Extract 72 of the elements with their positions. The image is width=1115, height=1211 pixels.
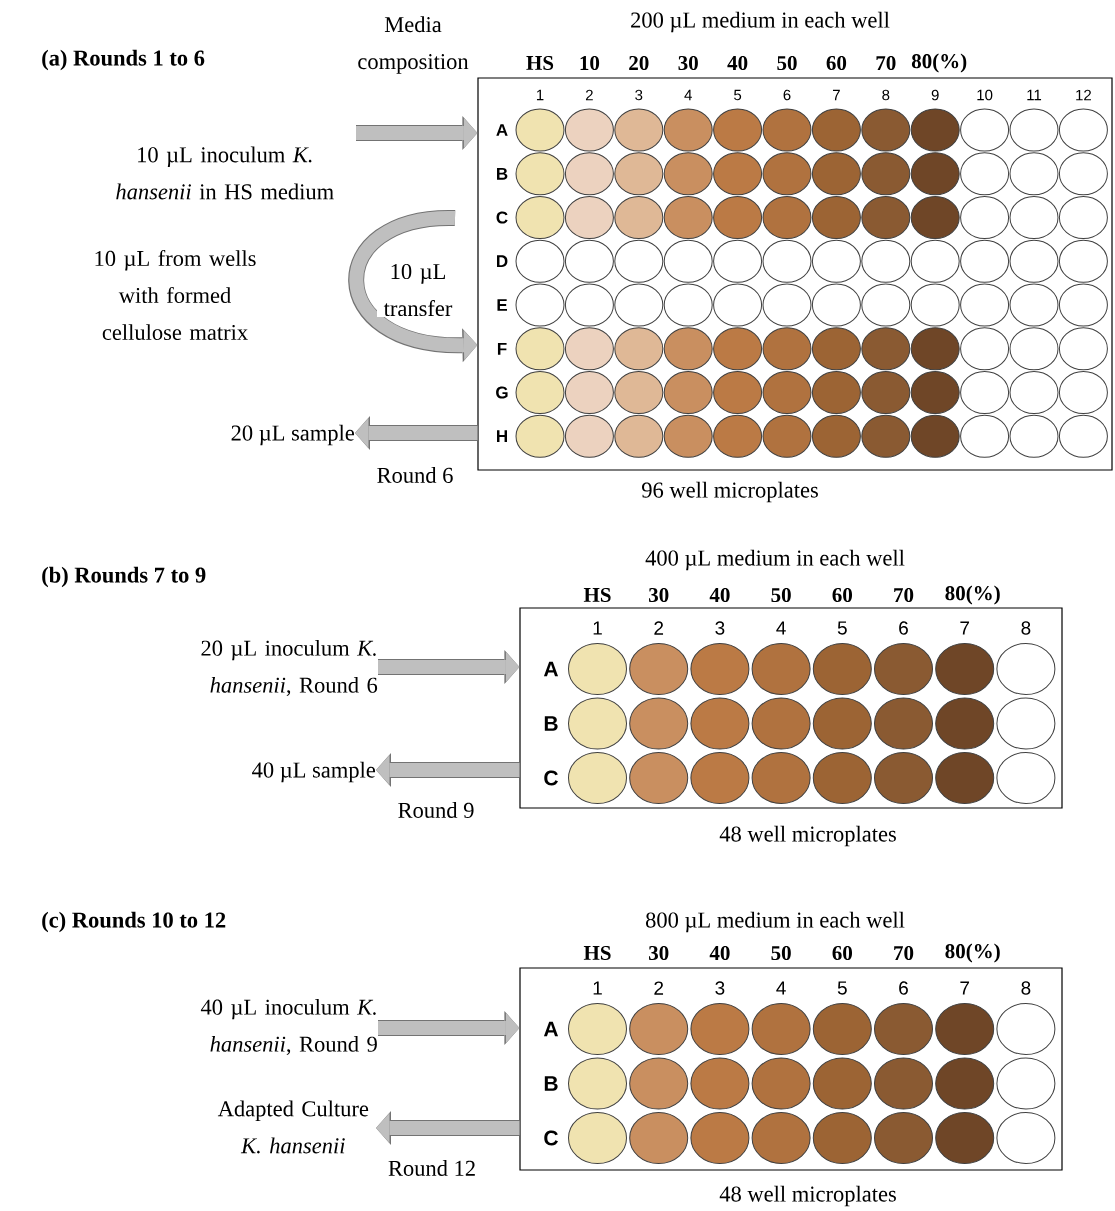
column-number: 4 xyxy=(684,89,692,101)
step-text: Adapted Culture K. hansenii xyxy=(217,1100,369,1154)
block-arrow xyxy=(356,116,478,150)
microplate-drawing xyxy=(519,607,1063,809)
block-arrow xyxy=(378,650,520,684)
block-arrow xyxy=(355,416,478,450)
step-note: 10 µL from wells with formed cellulose matrix xyxy=(95,250,256,341)
row-letter: G xyxy=(496,386,508,399)
plate-caption: 400 µL medium in each well xyxy=(645,549,905,571)
row-letter: C xyxy=(496,211,508,224)
row-letter: D xyxy=(497,255,508,268)
row-letter: C xyxy=(544,770,558,786)
edge-label: Round 6 xyxy=(375,466,455,484)
step-text: 20 µL sample xyxy=(231,424,355,446)
panel-title: (b) Rounds 7 to 9 xyxy=(42,566,206,588)
column-number: 3 xyxy=(635,89,643,101)
row-letter: A xyxy=(543,661,559,677)
row-letter: C xyxy=(544,1130,558,1146)
column-number: 4 xyxy=(776,981,786,995)
column-number: 2 xyxy=(654,981,664,995)
column-number: 7 xyxy=(960,981,970,995)
column-number: 12 xyxy=(1076,89,1091,101)
column-number: 7 xyxy=(833,89,840,101)
panel-title: (a) Rounds 1 to 6 xyxy=(42,49,205,71)
column-number: 6 xyxy=(899,621,908,635)
plate-caption: 48 well microplates xyxy=(719,1185,896,1207)
column-number: 2 xyxy=(654,621,664,635)
step-text: 20 µL inoculum K. hansenii, Round 6 xyxy=(201,639,378,697)
column-number: 5 xyxy=(837,621,847,635)
column-number: 1 xyxy=(593,981,602,995)
column-number: 8 xyxy=(1021,621,1031,635)
column-number: 5 xyxy=(734,89,742,101)
step-text: 40 µL sample xyxy=(252,761,376,783)
column-number: 8 xyxy=(882,89,890,101)
row-letter: A xyxy=(543,1021,559,1037)
column-number: 1 xyxy=(593,621,602,635)
edge-label: Round 9 xyxy=(396,801,476,819)
column-number: 3 xyxy=(715,981,725,995)
column-number: 9 xyxy=(931,89,939,101)
column-number: 2 xyxy=(586,89,593,101)
block-arrow xyxy=(376,753,520,787)
row-letter: H xyxy=(497,430,507,443)
row-letter: E xyxy=(497,299,507,311)
block-arrow xyxy=(348,210,478,363)
column-number: 7 xyxy=(960,621,970,635)
block-arrow xyxy=(378,1011,520,1045)
plate-caption: 96 well microplates xyxy=(642,481,818,503)
column-number: 1 xyxy=(537,89,544,101)
column-number: 10 xyxy=(977,89,993,101)
row-letter: B xyxy=(544,1076,558,1091)
step-text: 40 µL inoculum K. hansenii, Round 9 xyxy=(200,998,377,1056)
plate-caption: 200 µL medium in each well xyxy=(631,11,890,33)
row-letter: F xyxy=(497,342,507,355)
block-arrow xyxy=(376,1111,520,1145)
plate-caption: 48 well microplates xyxy=(719,825,896,847)
row-letter: A xyxy=(496,124,508,136)
plate-caption: 800 µL medium in each well xyxy=(646,911,905,933)
column-number: 8 xyxy=(1021,981,1031,995)
edge-label: Round 12 xyxy=(386,1159,478,1177)
column-number: 3 xyxy=(715,621,725,635)
row-letter: B xyxy=(544,716,558,731)
column-number: 4 xyxy=(776,621,786,635)
column-number: 5 xyxy=(837,981,847,995)
step-text: 10 µL inoculum K. hansenii in HS medium xyxy=(116,146,334,200)
row-letter: B xyxy=(497,167,508,180)
microplate-drawing xyxy=(477,77,1113,471)
column-number: 6 xyxy=(899,981,908,995)
panel-title: (c) Rounds 10 to 12 xyxy=(42,911,226,933)
microplate-drawing xyxy=(519,967,1063,1171)
edge-label: 10 µL transfer xyxy=(377,262,459,318)
column-number: 11 xyxy=(1027,89,1042,101)
column-number: 6 xyxy=(783,89,791,101)
